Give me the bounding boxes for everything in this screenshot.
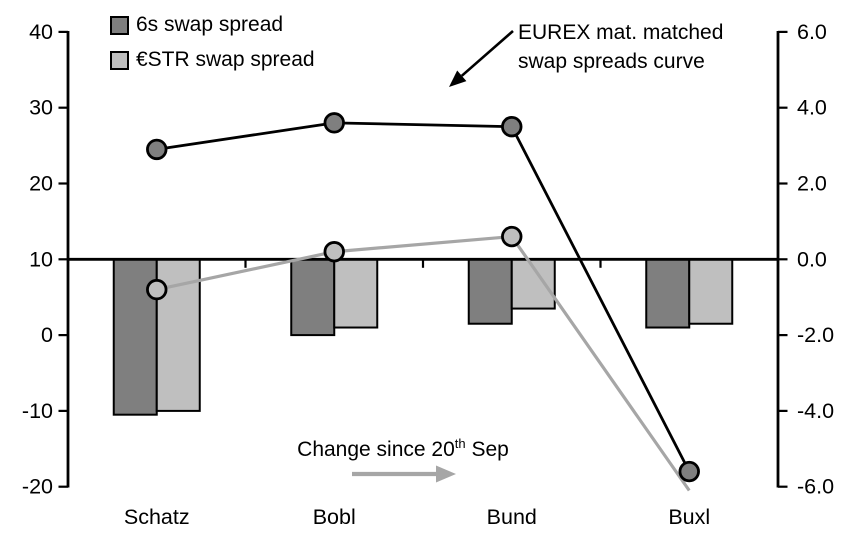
- legend-item-estr: €STR swap spread: [110, 49, 315, 71]
- left-axis-label: 10: [29, 247, 53, 271]
- legend-swatch-estr-icon: [110, 50, 129, 70]
- legend-label-estr: €STR swap spread: [136, 48, 315, 71]
- annotation-arrow-icon-head: [449, 70, 467, 87]
- curve-annotation-line2: swap spreads curve: [518, 50, 705, 73]
- right-axis-label: -6.0: [797, 475, 834, 499]
- right-axis-label: -4.0: [797, 399, 834, 423]
- estr-marker-schatz: [146, 278, 168, 301]
- category-label-buxl: Buxl: [668, 505, 710, 529]
- left-axis-label: 0: [41, 323, 53, 347]
- chart-legend: 6s swap spread €STR swap spread: [110, 14, 315, 71]
- bar-6s-bobl: [290, 258, 336, 337]
- 6s-marker-buxl: [678, 460, 700, 483]
- legend-label-6s: 6s swap spread: [136, 13, 284, 36]
- estr-curve-line: [156, 234, 691, 492]
- estr-marker-bund: [501, 225, 523, 248]
- bar-estr-bobl: [333, 258, 379, 329]
- 6s-marker-schatz: [146, 138, 168, 161]
- right-axis-label: 4.0: [797, 96, 827, 120]
- left-axis-label: -20: [22, 475, 53, 499]
- right-axis-label: -2.0: [797, 323, 834, 347]
- bar-estr-buxl: [688, 258, 734, 325]
- right-axis-label: 2.0: [797, 172, 827, 196]
- left-axis-label: 20: [29, 172, 53, 196]
- left-axis-label: 40: [29, 20, 53, 44]
- category-label-schatz: Schatz: [124, 505, 190, 529]
- left-axis-label: -10: [22, 399, 53, 423]
- 6s-marker-bund: [501, 115, 523, 138]
- curve-annotation-line1: EUREX mat. matched: [518, 21, 724, 44]
- annotation-arrow-icon-shaft: [460, 30, 514, 77]
- category-label-bobl: Bobl: [313, 505, 356, 529]
- right-axis-label: 6.0: [797, 20, 827, 44]
- 6s-curve-line: [156, 121, 691, 473]
- right-axis-label: 0.0: [797, 247, 827, 271]
- bar-6s-buxl: [645, 258, 691, 329]
- legend-swatch-6s-icon: [110, 15, 129, 35]
- category-label-bund: Bund: [487, 505, 537, 529]
- change-since-label: Change since 20th Sep: [297, 436, 509, 461]
- bar-6s-bund: [467, 258, 513, 325]
- 6s-marker-bobl: [323, 112, 345, 134]
- estr-marker-bobl: [323, 241, 345, 263]
- legend-item-6s: 6s swap spread: [110, 14, 315, 36]
- curve-annotation: EUREX mat. matched swap spreads curve: [518, 18, 723, 76]
- change-direction-arrow-icon-head: [436, 465, 456, 483]
- left-axis-label: 30: [29, 96, 53, 120]
- change-superscript: th: [454, 436, 466, 451]
